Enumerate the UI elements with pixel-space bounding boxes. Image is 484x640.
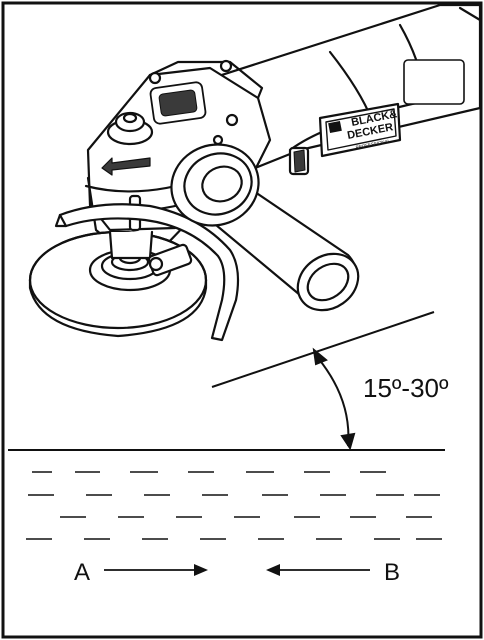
angle-arrowhead-top [312, 347, 328, 366]
angle-arrowhead-bottom [340, 432, 356, 451]
lock-button [403, 59, 465, 105]
direction-arrow-a [104, 564, 208, 576]
spindle-lock-cap [122, 112, 138, 124]
work-surface-hatching [26, 471, 442, 540]
gear-head-vent-inner [158, 89, 198, 117]
screw [148, 71, 162, 85]
guard-clamp-screw [148, 256, 164, 272]
screw [219, 59, 233, 73]
direction-arrow-b [266, 564, 370, 576]
screw [225, 113, 239, 127]
brand-plate: BLACK& DECKER PROFESSIONAL [318, 102, 402, 158]
handle-collar-inner [201, 165, 243, 203]
angle-arc [317, 357, 350, 447]
tool-axis-line [211, 311, 435, 388]
rotation-arrow-mark [101, 157, 151, 176]
screw [212, 134, 224, 146]
side-handle [170, 143, 360, 312]
wheel-guard [54, 203, 240, 342]
direction-label-a: A [74, 559, 90, 586]
brand-logo-mark [328, 120, 342, 134]
spindle [108, 230, 154, 260]
angle-label: 15º-30º [363, 373, 449, 403]
switch-button-detail [293, 149, 306, 173]
angle-indicator [211, 311, 435, 451]
angle-grinder: BLACK& DECKER PROFESSIONAL [28, 3, 482, 342]
direction-label-b: B [384, 559, 400, 586]
brand-line-3: PROFESSIONAL [355, 138, 391, 150]
motor-housing-edge [458, 6, 482, 22]
